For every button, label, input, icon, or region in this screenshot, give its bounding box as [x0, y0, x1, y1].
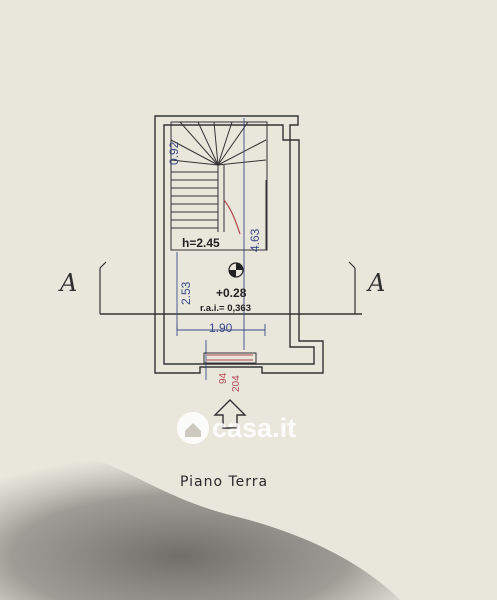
- staircase: [170, 121, 268, 251]
- rai-label: r.a.i.= 0,363: [200, 303, 251, 314]
- dim-top: 0.92: [167, 141, 181, 165]
- section-line: [99, 261, 362, 315]
- section-marker-right: A: [366, 269, 385, 297]
- entrance-arrow-icon: [213, 399, 247, 429]
- dim-height-left: 2.53: [179, 281, 193, 305]
- width-label: 1.90: [209, 321, 233, 335]
- photo-shadow: [0, 454, 400, 600]
- dimension-lines: [176, 118, 266, 380]
- dim-height-right: 4.63: [248, 228, 262, 252]
- entrance-door: [203, 352, 257, 364]
- handrail-curve: [223, 199, 241, 235]
- door-dim-top: 94: [218, 372, 229, 384]
- floor-caption: Piano Terra: [180, 474, 268, 490]
- elevation-label: +0.28: [216, 286, 247, 300]
- section-marker-left: A: [58, 269, 77, 297]
- casa-house-logo-icon: [177, 412, 209, 444]
- watermark-text: casa.it: [212, 413, 296, 443]
- elevation-symbol-icon: [228, 262, 244, 278]
- outer-wall: [154, 115, 324, 374]
- door-dim-bottom: 204: [231, 375, 242, 392]
- height-label: h=2.45: [182, 236, 220, 250]
